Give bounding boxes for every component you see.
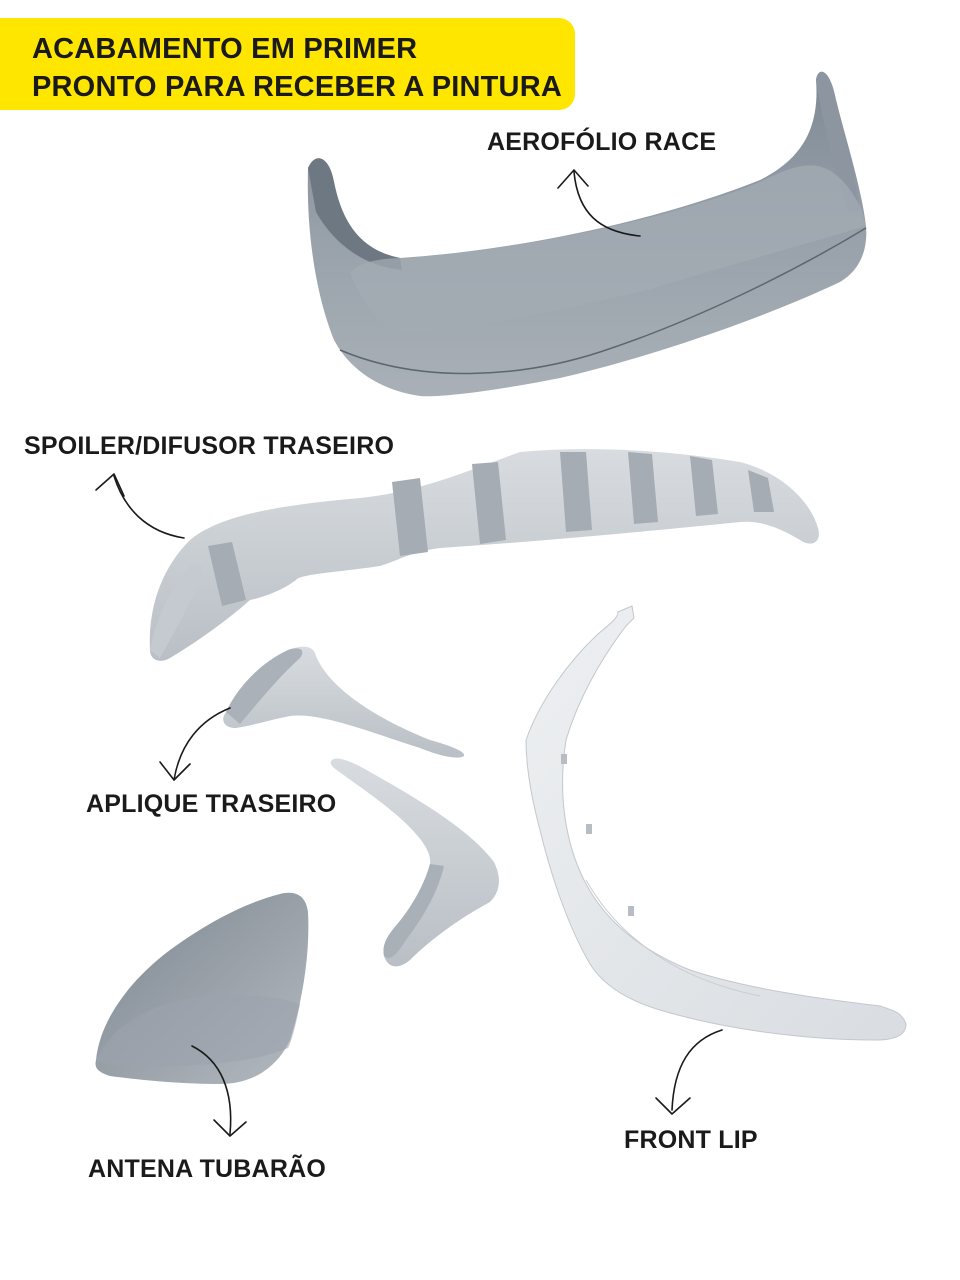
label-spoiler-difusor: SPOILER/DIFUSOR TRASEIRO bbox=[24, 432, 395, 460]
front-lip-part bbox=[525, 605, 907, 1041]
arrow-antena-icon bbox=[191, 1045, 247, 1137]
aerofolio-race-part bbox=[307, 71, 867, 397]
label-front-lip: FRONT LIP bbox=[624, 1126, 758, 1154]
headline-banner: ACABAMENTO EM PRIMER PRONTO PARA RECEBER… bbox=[0, 18, 575, 110]
label-aplique-traseiro: APLIQUE TRASEIRO bbox=[86, 790, 337, 818]
label-antena-tubarao: ANTENA TUBARÃO bbox=[88, 1155, 326, 1183]
label-aerofolio-race: AEROFÓLIO RACE bbox=[487, 128, 717, 156]
antena-tubarao-part bbox=[95, 892, 309, 1084]
banner-line-1: ACABAMENTO EM PRIMER bbox=[32, 33, 418, 65]
arrow-front-lip-icon bbox=[655, 1029, 723, 1115]
aplique-traseiro-upper-part bbox=[223, 646, 465, 758]
arrow-aplique-icon bbox=[159, 707, 231, 781]
aplique-traseiro-lower-part bbox=[330, 758, 499, 967]
arrow-spoiler-icon bbox=[95, 473, 185, 539]
banner-line-2: PRONTO PARA RECEBER A PINTURA bbox=[32, 71, 562, 103]
spoiler-difusor-part bbox=[149, 449, 819, 661]
arrow-aerofolio-icon bbox=[557, 169, 641, 237]
